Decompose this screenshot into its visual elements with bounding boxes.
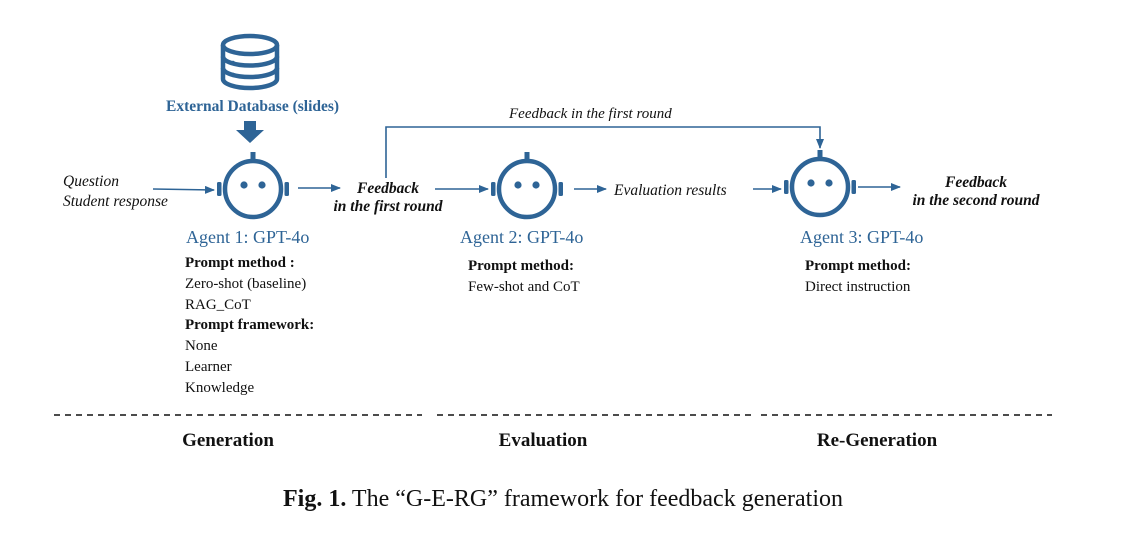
question-label: Question (63, 173, 119, 190)
student-response-label: Student response (63, 193, 168, 210)
agent2-detail: Few-shot and CoT (468, 278, 580, 295)
agent3-title: Agent 3: GPT-4o (800, 227, 924, 247)
agent2-title: Agent 2: GPT-4o (460, 227, 584, 247)
loop-feedback-label: Feedback in the first round (509, 106, 672, 122)
agent1-detail: Knowledge (185, 379, 255, 396)
database-icon (220, 33, 280, 91)
robot-icon (784, 150, 856, 218)
input-arrow (152, 185, 215, 194)
evaluation-results-label: Evaluation results (614, 182, 727, 199)
database-label: External Database (slides) (166, 98, 340, 115)
agent1-detail: Prompt method : (185, 255, 295, 271)
phase-evaluation: Evaluation (498, 430, 588, 451)
phase-re-generation: Re-Generation (816, 430, 938, 451)
agent1-detail: None (185, 338, 218, 355)
robot-icon (217, 152, 289, 220)
feedback-first-round-label: Feedback in the first round (333, 180, 443, 215)
feedback-loop-arrow (385, 126, 824, 178)
database-arrow (236, 121, 264, 143)
agent1-title: Agent 1: GPT-4o (186, 227, 310, 247)
agent3-details: Prompt method: Direct instruction (805, 256, 911, 298)
figure-caption-label: Fig. 1. (283, 486, 347, 512)
phase-generation: Generation (182, 430, 274, 451)
agent1-detail: Prompt framework: (185, 317, 315, 334)
agent2-details: Prompt method: Few-shot and CoT (468, 256, 580, 298)
agent1-details: Prompt method : Zero-shot (baseline) RAG… (185, 253, 314, 399)
agent3-detail: Prompt method: (805, 258, 911, 274)
agent1-detail: Learner (185, 358, 232, 375)
agent1-detail: Zero-shot (baseline) (185, 275, 307, 292)
agent1-detail: RAG_CoT (185, 296, 251, 313)
feedback-second-round-label: Feedback in the second round (912, 174, 1040, 209)
agent3-detail: Direct instruction (805, 278, 911, 295)
robot-icon (491, 152, 563, 220)
figure-caption-text: The “G-E-RG” framework for feedback gene… (351, 486, 843, 512)
figure-caption: Fig. 1. The “G-E-RG” framework for feedb… (0, 486, 1126, 513)
agent2-detail: Prompt method: (468, 258, 574, 274)
